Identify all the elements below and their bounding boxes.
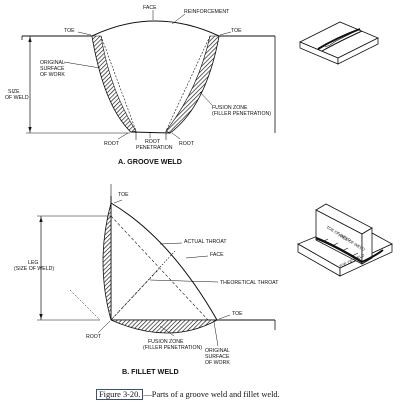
label-fusion-zone-1: FUSION ZONE (212, 105, 248, 111)
fillet-weld-title: B. FILLET WELD (122, 367, 179, 376)
label-original-surface-1: ORIGINAL (40, 60, 65, 66)
label-fillet-original-surface-2: SURFACE (205, 354, 230, 360)
label-fillet-root: ROOT (86, 334, 102, 340)
fillet-weld-face (110, 202, 218, 321)
label-fillet-fusion-zone-1: FUSION ZONE (148, 339, 184, 345)
figure-caption: Figure 3-20.—Parts of a groove weld and … (96, 389, 280, 401)
fillet-theoretical-face (110, 215, 209, 321)
label-root-penetration-1: ROOT (145, 139, 161, 145)
figure-caption-text: —Parts of a groove weld and fillet weld. (143, 390, 280, 399)
label-face: FACE (143, 5, 157, 11)
label-toe-left: TOE (64, 28, 75, 34)
label-fillet-toe-top: TOE (118, 192, 129, 198)
groove-original-surface (100, 35, 211, 132)
label-fillet-fusion-zone-2: (FILLER PENETRATION) (143, 345, 202, 351)
fillet-fusion-zone-horizontal (110, 319, 218, 334)
label-theoretical-throat: THEORETICAL THROAT (220, 280, 279, 286)
label-size-of-weld-1: SIZE (8, 89, 20, 95)
label-toe-right: TOE (231, 28, 242, 34)
fillet-weld-figure: TOE ACTUAL THROAT FACE LEG (SIZE OF WELD… (14, 184, 279, 376)
label-fillet-original-surface-3: OF WORK (205, 360, 230, 366)
fillet-fusion-zone-vertical (102, 202, 112, 321)
label-leg-1: LEG (28, 260, 38, 266)
label-original-surface-3: OF WORK (40, 72, 65, 78)
label-fillet-original-surface-1: ORIGINAL (205, 348, 230, 354)
label-leg-2: (SIZE OF WELD) (14, 266, 54, 272)
label-size-of-weld-2: OF WELD (5, 95, 29, 101)
figure-number: Figure 3-20. (96, 389, 144, 400)
label-original-surface-2: SURFACE (40, 66, 65, 72)
groove-weld-inset (299, 21, 379, 65)
label-actual-throat: ACTUAL THROAT (184, 239, 227, 245)
theoretical-throat-line (110, 269, 159, 321)
groove-fusion-zone-left (91, 35, 137, 133)
label-root-penetration-2: PENETRATION (136, 145, 173, 151)
groove-weld-figure: FACE REINFORCEMENT TOE TOE ORIGINAL SURF… (5, 5, 276, 166)
groove-weld-face (91, 20, 220, 37)
label-fillet-toe-right: TOE (232, 311, 243, 317)
actual-throat-line (110, 250, 176, 321)
label-root-right: ROOT (179, 141, 195, 147)
label-root-left: ROOT (104, 141, 120, 147)
label-reinforcement: REINFORCEMENT (184, 9, 230, 15)
groove-fusion-zone-right (165, 35, 220, 134)
fillet-weld-inset: TOE OF WELD FACE OF WELD TOE OF WELD (297, 203, 393, 277)
label-fillet-face: FACE (210, 252, 224, 258)
label-fusion-zone-2: (FILLER PENETRATION) (212, 111, 271, 117)
groove-weld-title: A. GROOVE WELD (118, 157, 182, 166)
